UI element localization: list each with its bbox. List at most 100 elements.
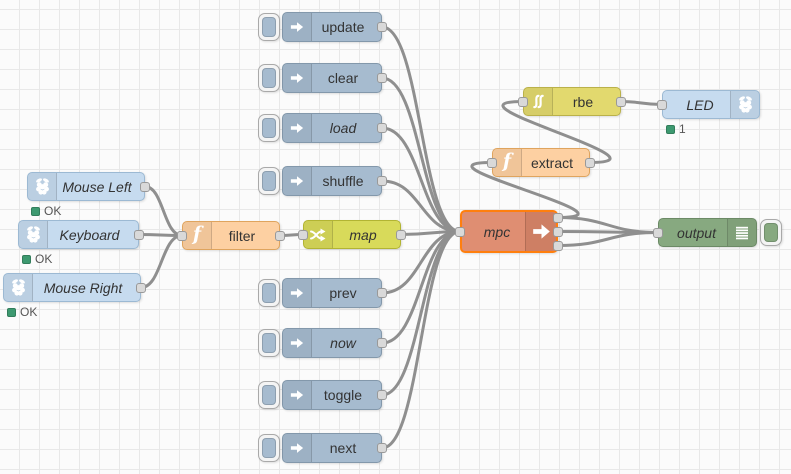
- output-port[interactable]: [553, 226, 563, 237]
- node-output[interactable]: output: [653, 218, 782, 247]
- node-keyboard[interactable]: Keyboard: [18, 220, 144, 249]
- wire-mpc-to-extract[interactable]: [470, 161, 580, 219]
- inject-button[interactable]: [258, 114, 280, 142]
- output-port[interactable]: [553, 240, 563, 251]
- inject-arrow-icon: [283, 329, 312, 357]
- node-label: Mouse Left: [62, 178, 132, 195]
- input-port[interactable]: [487, 157, 497, 168]
- node-label: Keyboard: [59, 226, 120, 243]
- node-label: next: [329, 440, 357, 456]
- inject-button[interactable]: [258, 167, 280, 195]
- status-indicator: OK: [31, 204, 61, 218]
- status-text: OK: [44, 204, 62, 218]
- input-port[interactable]: [657, 99, 667, 110]
- wire-keyboard-to-filter[interactable]: [138, 233, 183, 237]
- inject-arrow-icon: [283, 64, 312, 92]
- debug-toggle-button[interactable]: [760, 219, 782, 246]
- output-port[interactable]: [585, 157, 595, 168]
- node-load[interactable]: load: [258, 113, 387, 143]
- node-label: Mouse Right: [43, 279, 123, 296]
- node-label: load: [329, 120, 357, 136]
- input-port[interactable]: [455, 226, 465, 237]
- inject-button[interactable]: [258, 381, 280, 409]
- output-port[interactable]: [377, 123, 387, 133]
- shuffle-icon: [304, 221, 333, 248]
- output-port[interactable]: [553, 212, 563, 223]
- arrow-icon: [525, 212, 556, 251]
- node-next[interactable]: next: [258, 433, 387, 463]
- node-toggle[interactable]: toggle: [258, 380, 387, 410]
- node-map[interactable]: map: [298, 220, 406, 249]
- output-port[interactable]: [377, 73, 387, 83]
- node-now[interactable]: now: [258, 328, 387, 358]
- raspberry-pi-icon: [28, 173, 57, 200]
- inject-button[interactable]: [258, 329, 280, 357]
- status-text: 1: [679, 122, 686, 136]
- wire-next-to-mpc[interactable]: [381, 230, 461, 450]
- inject-arrow-icon: [283, 434, 312, 462]
- node-mouse-right[interactable]: Mouse Right: [3, 273, 146, 302]
- inject-button[interactable]: [258, 434, 280, 462]
- input-port[interactable]: [298, 229, 308, 240]
- wire-load-to-mpc[interactable]: [381, 126, 461, 233]
- output-port[interactable]: [616, 96, 626, 107]
- output-port[interactable]: [377, 443, 387, 453]
- node-button-fill: [262, 283, 276, 303]
- node-label: clear: [327, 70, 359, 86]
- node-label: LED: [686, 96, 714, 113]
- node-mpc[interactable]: mpc: [455, 210, 563, 253]
- status-dot: [666, 124, 675, 134]
- node-rbe[interactable]: rbe: [518, 87, 626, 116]
- input-port[interactable]: [653, 227, 663, 238]
- output-port[interactable]: [134, 229, 144, 240]
- node-led[interactable]: LED: [657, 90, 760, 119]
- wire-shuffle-to-mpc[interactable]: [381, 179, 461, 233]
- node-mouse-left[interactable]: Mouse Left: [27, 172, 150, 201]
- node-label: rbe: [572, 93, 594, 110]
- node-button-fill: [262, 438, 276, 458]
- input-port[interactable]: [177, 230, 187, 241]
- output-port[interactable]: [377, 22, 387, 32]
- function-icon: f: [183, 222, 212, 249]
- output-port[interactable]: [377, 176, 387, 186]
- output-port[interactable]: [275, 230, 285, 241]
- input-port[interactable]: [518, 96, 528, 107]
- output-port[interactable]: [377, 288, 387, 298]
- node-label: map: [349, 226, 377, 243]
- wire-update-to-mpc[interactable]: [381, 25, 461, 233]
- status-dot: [7, 307, 16, 317]
- status-dot: [22, 254, 31, 264]
- output-port[interactable]: [396, 229, 406, 240]
- inject-button[interactable]: [258, 64, 280, 92]
- node-shuffle[interactable]: shuffle: [258, 166, 387, 196]
- wire-mouse-left-to-filter[interactable]: [144, 185, 183, 237]
- node-button-fill: [262, 17, 276, 37]
- node-label: output: [677, 224, 716, 241]
- node-label: filter: [228, 227, 256, 244]
- output-port[interactable]: [140, 181, 150, 192]
- node-button-fill: [262, 385, 276, 405]
- raspberry-pi-icon: [730, 91, 759, 118]
- wire-rbe-to-led[interactable]: [620, 100, 663, 106]
- wire-mpc-to-output[interactable]: [557, 231, 659, 247]
- wire-mouse-right-to-filter[interactable]: [140, 234, 183, 289]
- inject-arrow-icon: [283, 13, 312, 41]
- node-update[interactable]: update: [258, 12, 387, 42]
- node-prev[interactable]: prev: [258, 278, 387, 308]
- output-port[interactable]: [377, 390, 387, 400]
- wire-toggle-to-mpc[interactable]: [381, 230, 461, 397]
- wire-extract-to-rbe[interactable]: [501, 100, 612, 164]
- output-port[interactable]: [136, 282, 146, 293]
- node-label: extract: [530, 154, 573, 171]
- node-label: shuffle: [322, 173, 364, 189]
- output-port[interactable]: [377, 338, 387, 348]
- inject-button[interactable]: [258, 279, 280, 307]
- node-clear[interactable]: clear: [258, 63, 387, 93]
- inject-button[interactable]: [258, 13, 280, 41]
- node-button-fill: [262, 171, 276, 191]
- raspberry-pi-icon: [4, 274, 33, 301]
- wire-clear-to-mpc[interactable]: [381, 76, 461, 233]
